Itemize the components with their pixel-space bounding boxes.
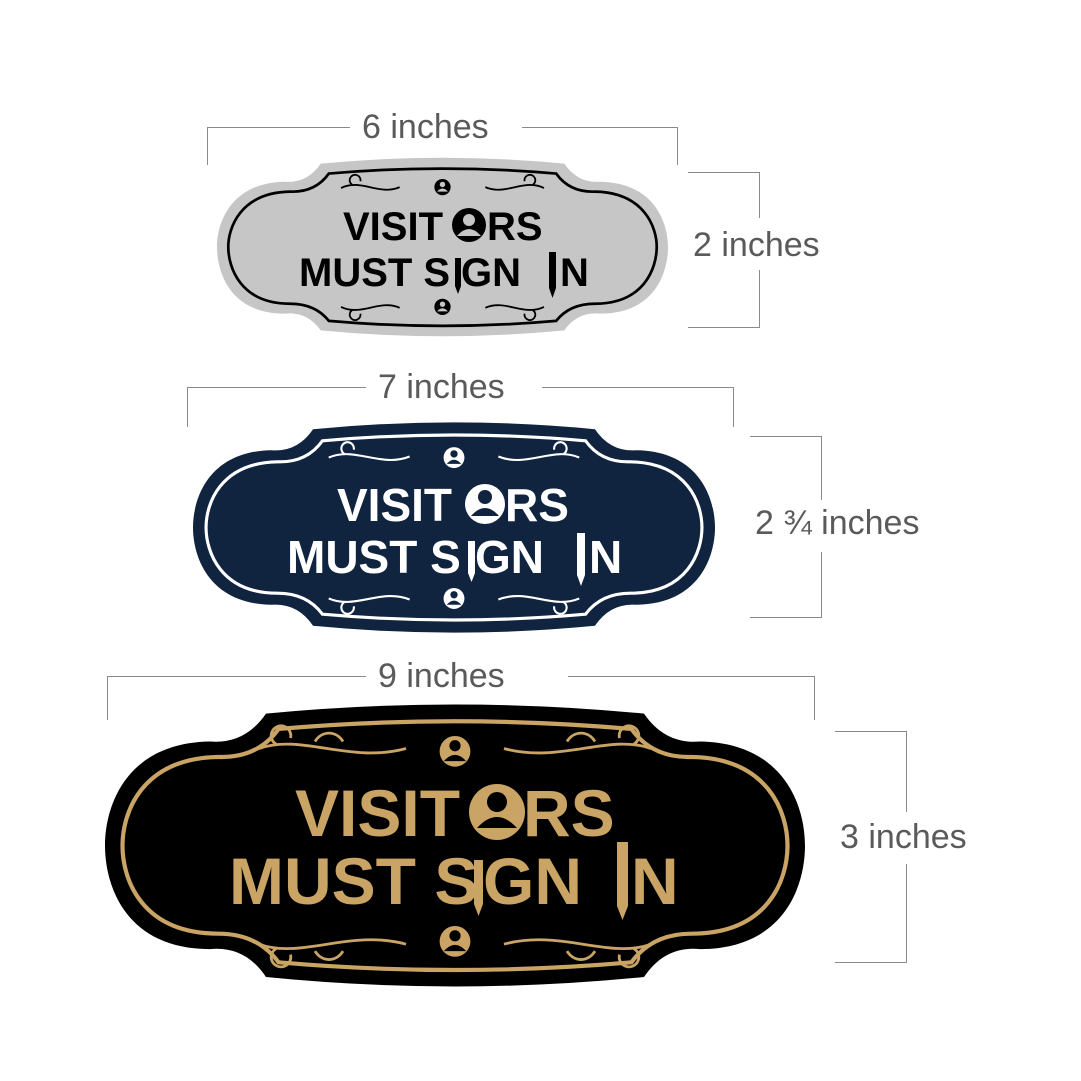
pen-icon xyxy=(468,533,585,586)
person-icon xyxy=(465,484,505,524)
sign-small-grey xyxy=(217,157,668,337)
sign-large-text: VISIT RS MUST S GN N xyxy=(105,770,805,920)
sign-large-line2c: N xyxy=(631,844,679,918)
pen-icon xyxy=(455,252,556,298)
width-label-medium: 7 inches xyxy=(378,368,505,406)
sign-large-line1b: RS xyxy=(523,776,615,850)
sign-medium-line2c: N xyxy=(589,531,622,583)
pen-icon xyxy=(474,842,628,920)
sign-medium-text: VISIT RS MUST S GN N xyxy=(193,475,715,586)
sign-large-line2: MUST S xyxy=(229,844,478,918)
width-label-large: 9 inches xyxy=(378,657,505,695)
sign-large-line1: VISIT xyxy=(295,776,460,850)
sign-small-line1: VISIT xyxy=(343,205,443,249)
sign-small-line2b: GN xyxy=(461,251,521,295)
sign-medium-line2b: GN xyxy=(475,531,544,583)
sign-small-line2: MUST S xyxy=(299,251,450,295)
sign-large-line2b: GN xyxy=(483,844,582,918)
sign-small-text: VISIT RS MUST S GN N xyxy=(217,200,668,300)
height-label-large: 3 inches xyxy=(840,818,967,856)
sign-medium-line1: VISIT xyxy=(337,479,452,531)
height-label-small: 2 inches xyxy=(693,226,820,264)
width-label-small: 6 inches xyxy=(362,108,489,146)
height-label-medium: 2 ¾ inches xyxy=(755,504,920,542)
sign-large-black xyxy=(105,704,805,987)
sign-small-line1b: RS xyxy=(487,205,543,249)
sign-medium-line1b: RS xyxy=(505,479,569,531)
sign-medium-navy xyxy=(193,422,715,633)
sign-medium-line2: MUST S xyxy=(287,531,461,583)
sign-small-line2c: N xyxy=(560,251,589,295)
person-icon xyxy=(452,208,486,242)
person-icon xyxy=(469,784,525,840)
